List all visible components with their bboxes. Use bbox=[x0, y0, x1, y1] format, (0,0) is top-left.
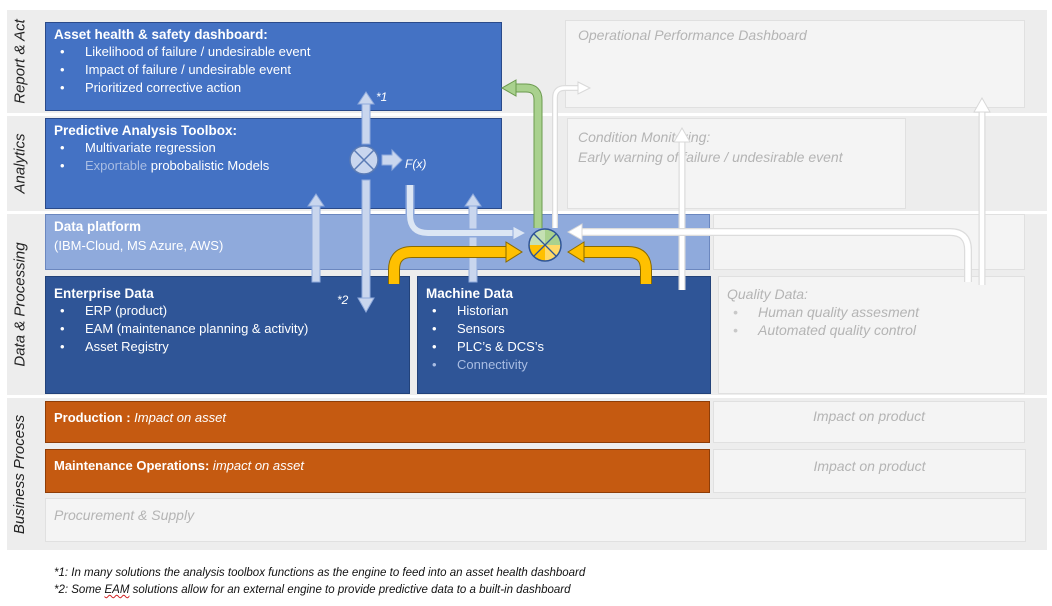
fx-arrow bbox=[381, 148, 403, 172]
procurement-box: Procurement & Supply bbox=[45, 498, 1026, 542]
predictive-item-faded: Exportable bbox=[85, 158, 148, 173]
footnote-2-eam: EAM bbox=[104, 584, 130, 596]
predictive-item: Multivariate regression bbox=[60, 139, 493, 157]
arrow-toolbox-to-node bbox=[405, 185, 515, 238]
asset-health-item: Impact of failure / undesirable event bbox=[60, 61, 493, 79]
maintenance-box: Maintenance Operations: impact on asset bbox=[45, 449, 710, 493]
quality-item: Automated quality control bbox=[733, 321, 1016, 339]
asset-health-item: Likelihood of failure / undesirable even… bbox=[60, 43, 493, 61]
ghost-arrow-head-operational bbox=[577, 81, 592, 95]
green-arrow-node-to-dashboard bbox=[514, 83, 543, 228]
machine-data-box: Machine Data Historian Sensors PLC’s & D… bbox=[417, 276, 711, 394]
maintenance-product-label: Impact on product bbox=[813, 458, 926, 474]
condition-monitoring-desc: Early warning of failure / undesirable e… bbox=[578, 149, 843, 165]
ghost-arrow-head-condition bbox=[673, 126, 691, 143]
enterprise-data-box: Enterprise Data ERP (product) EAM (maint… bbox=[45, 276, 410, 394]
arrow-enterprise-to-analytics bbox=[307, 193, 325, 283]
operational-performance-box: Operational Performance Dashboard bbox=[565, 20, 1025, 108]
footnote-2: *2: Some EAM solutions allow for an exte… bbox=[54, 582, 585, 599]
ghost-arrow-head-operational-right bbox=[973, 96, 991, 113]
data-platform-box: Data platform (IBM-Cloud, MS Azure, AWS) bbox=[45, 214, 710, 270]
footnotes: *1: In many solutions the analysis toolb… bbox=[54, 565, 585, 599]
yellow-arrow-machine-to-node bbox=[582, 246, 652, 284]
yellow-arrow-head-right bbox=[567, 241, 585, 263]
arrow-head-toolbox-node bbox=[512, 225, 528, 241]
machine-item: Historian bbox=[432, 302, 702, 320]
processing-node-icon bbox=[528, 228, 562, 262]
machine-title: Machine Data bbox=[426, 286, 514, 301]
asset-health-dashboard-box: Asset health & safety dashboard: Likelih… bbox=[45, 22, 502, 111]
data-platform-ghost-extension bbox=[713, 214, 1025, 270]
quality-item: Human quality assesment bbox=[733, 303, 1016, 321]
asset-health-item: Prioritized corrective action bbox=[60, 79, 493, 97]
footnote-2-post: solutions allow for an external engine t… bbox=[129, 584, 571, 596]
analysis-node-icon bbox=[349, 145, 379, 175]
footnote-1: *1: In many solutions the analysis toolb… bbox=[54, 567, 586, 579]
quality-data-box: Quality Data: Human quality assesment Au… bbox=[718, 276, 1025, 394]
asset-health-title: Asset health & safety dashboard: bbox=[54, 27, 268, 42]
fx-label: F(x) bbox=[405, 157, 426, 171]
machine-item-faded: Connectivity bbox=[432, 356, 702, 374]
maintenance-impact: impact on asset bbox=[209, 458, 304, 473]
predictive-toolbox-box: Predictive Analysis Toolbox: Multivariat… bbox=[45, 118, 502, 209]
production-box: Production : Impact on asset bbox=[45, 401, 710, 443]
arrow-analytics-to-report bbox=[357, 91, 375, 145]
arrow-analytics-down bbox=[357, 179, 375, 314]
enterprise-title: Enterprise Data bbox=[54, 286, 154, 301]
enterprise-item: Asset Registry bbox=[60, 338, 401, 356]
predictive-title: Predictive Analysis Toolbox: bbox=[54, 123, 238, 138]
note2-label: *2 bbox=[337, 293, 349, 307]
predictive-item: Exportable probobalistic Models bbox=[60, 157, 493, 175]
data-platform-subtitle: (IBM-Cloud, MS Azure, AWS) bbox=[54, 238, 224, 253]
yellow-arrow-head-left bbox=[505, 241, 523, 263]
procurement-label: Procurement & Supply bbox=[54, 507, 195, 523]
green-arrow-head bbox=[500, 79, 517, 97]
production-product-label: Impact on product bbox=[812, 408, 926, 424]
yellow-arrow-enterprise-to-node bbox=[388, 246, 508, 284]
footnote-2-pre: *2: Some bbox=[54, 584, 105, 596]
predictive-item-rest: probobalistic Models bbox=[147, 158, 270, 173]
production-impact: Impact on asset bbox=[130, 410, 226, 425]
quality-title: Quality Data: bbox=[727, 286, 808, 302]
ghost-arrow-feed-operational bbox=[552, 85, 578, 228]
arrow-machine-to-platform bbox=[464, 193, 482, 283]
condition-monitoring-box: Condition Monitoring: Early warning of f… bbox=[567, 118, 906, 209]
ghost-arrow-head-quality bbox=[566, 223, 583, 241]
machine-item: PLC’s & DCS’s bbox=[432, 338, 702, 356]
maintenance-label: Maintenance Operations: bbox=[54, 458, 210, 473]
production-label: Production : bbox=[54, 410, 131, 425]
enterprise-item: EAM (maintenance planning & activity) bbox=[60, 320, 401, 338]
note1-label: *1 bbox=[376, 90, 387, 104]
maintenance-product-box: Impact on product bbox=[713, 449, 1026, 493]
data-platform-title: Data platform bbox=[54, 219, 142, 234]
ghost-arrow-quality-loop bbox=[580, 228, 972, 282]
production-product-box: Impact on product bbox=[713, 401, 1025, 443]
machine-item: Sensors bbox=[432, 320, 702, 338]
operational-performance-title: Operational Performance Dashboard bbox=[578, 27, 807, 43]
enterprise-item: ERP (product) bbox=[60, 302, 401, 320]
